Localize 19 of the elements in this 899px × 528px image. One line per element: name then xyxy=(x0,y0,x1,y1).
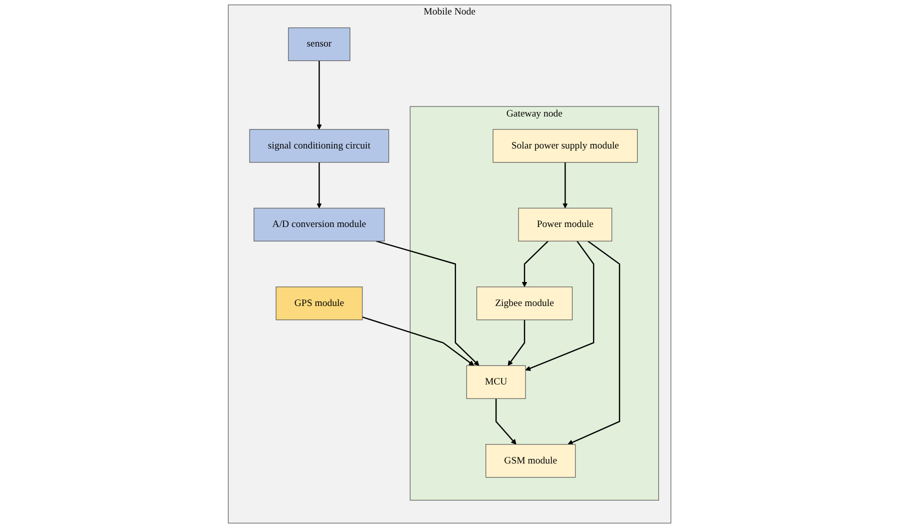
arrow xyxy=(522,240,548,288)
arrow xyxy=(562,162,568,208)
node-box: sensor xyxy=(288,27,350,62)
node-box: signal conditioning circuit xyxy=(249,129,389,163)
arrow xyxy=(495,398,516,445)
arrow xyxy=(316,60,322,130)
arrow xyxy=(376,240,480,366)
arrow xyxy=(316,162,322,208)
arrow xyxy=(508,320,526,366)
arrow xyxy=(568,240,620,445)
node-box: Power module xyxy=(518,208,612,242)
arrow xyxy=(362,316,474,366)
node-box: Zigbee module xyxy=(476,286,572,320)
arrow xyxy=(525,240,594,371)
node-box: GPS module xyxy=(276,286,363,320)
node-box: A/D conversion module xyxy=(254,208,385,242)
node-box: Solar power supply module xyxy=(492,129,638,163)
node-box: MCU xyxy=(466,365,526,399)
node-box: GSM module xyxy=(485,444,576,478)
